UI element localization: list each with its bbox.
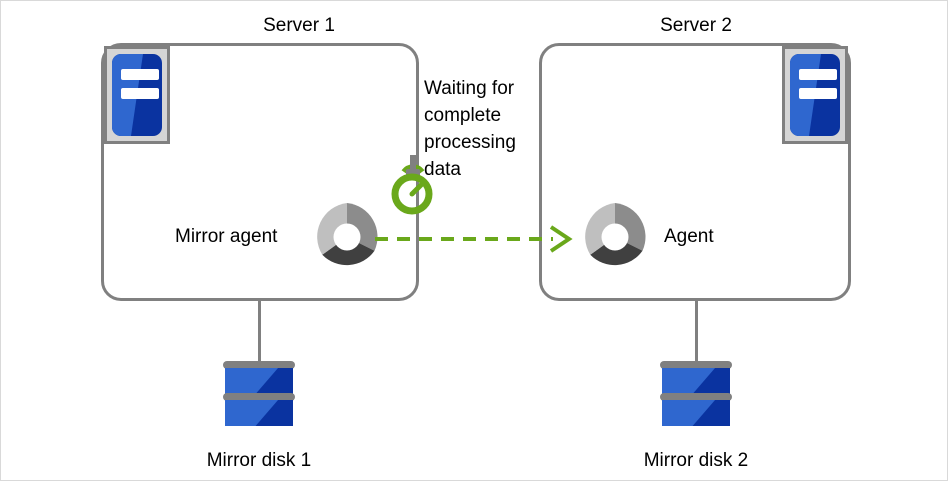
- stopwatch-icon: [391, 155, 433, 215]
- server-icon-bar: [121, 69, 159, 80]
- stopwatch-stem: [410, 155, 416, 175]
- disk-cap: [223, 393, 295, 401]
- server-icon-body: [790, 54, 840, 136]
- disk-plate: [225, 368, 293, 394]
- agent-label: Agent: [664, 226, 714, 247]
- waiting-annotation-text: Waiting for complete processing data: [424, 78, 516, 180]
- disk-plate: [662, 400, 730, 426]
- server-icon-bar: [799, 69, 837, 80]
- agent-donut-icon: [579, 201, 651, 273]
- mirror-disk-2-label: Mirror disk 2: [643, 450, 749, 471]
- mirror-disk-1-label: Mirror disk 1: [206, 450, 312, 471]
- agent-donut-svg: [585, 203, 646, 266]
- server-icon: [104, 46, 170, 144]
- server-icon: [782, 46, 848, 144]
- server-icon-bar: [121, 88, 159, 99]
- server-1-disk-connector: [258, 301, 261, 363]
- dashed-arrow-head: [549, 225, 573, 253]
- stopwatch-hand: [409, 180, 426, 197]
- disk-cap: [660, 361, 732, 369]
- stopwatch-dial: [391, 173, 433, 215]
- agent-donut-svg: [317, 203, 378, 266]
- mirror-agent-label: Mirror agent: [175, 226, 278, 247]
- disk-cap: [660, 393, 732, 401]
- disk-cap: [223, 361, 295, 369]
- server-1-title: Server 1: [263, 15, 335, 36]
- server-icon-body: [112, 54, 162, 136]
- disk-icon: [223, 361, 295, 429]
- server-2-disk-connector: [695, 301, 698, 363]
- agent-donut-icon: [311, 201, 383, 273]
- disk-icon: [660, 361, 732, 429]
- server-icon-bar: [799, 88, 837, 99]
- server-2-title: Server 2: [660, 15, 732, 36]
- disk-plate: [662, 368, 730, 394]
- disk-plate: [225, 400, 293, 426]
- dashed-arrow-right: [375, 225, 573, 253]
